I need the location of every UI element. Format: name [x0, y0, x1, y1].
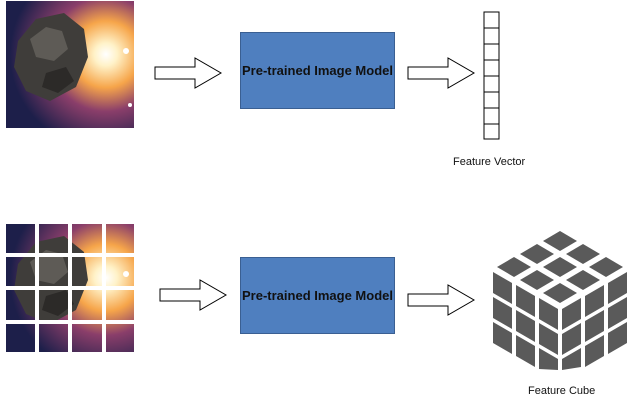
feature-cube-caption: Feature Cube [528, 385, 596, 397]
feature-cube-icon [493, 231, 627, 370]
model-label: Pre-trained Image Model [242, 288, 393, 303]
model-label: Pre-trained Image Model [242, 63, 393, 78]
feature-vector-icon [483, 11, 500, 140]
pretrained-model-box: Pre-trained Image Model [240, 257, 395, 334]
feature-vector-caption: Feature Vector [453, 156, 526, 168]
asteroid-patch-grid-icon [6, 224, 134, 352]
arrow-right-icon [407, 284, 475, 316]
arrow-right-icon [407, 57, 475, 89]
arrow-right-icon [154, 57, 222, 89]
pretrained-model-box: Pre-trained Image Model [240, 32, 395, 109]
asteroid-image-icon [6, 1, 134, 128]
arrow-right-icon [159, 279, 227, 311]
